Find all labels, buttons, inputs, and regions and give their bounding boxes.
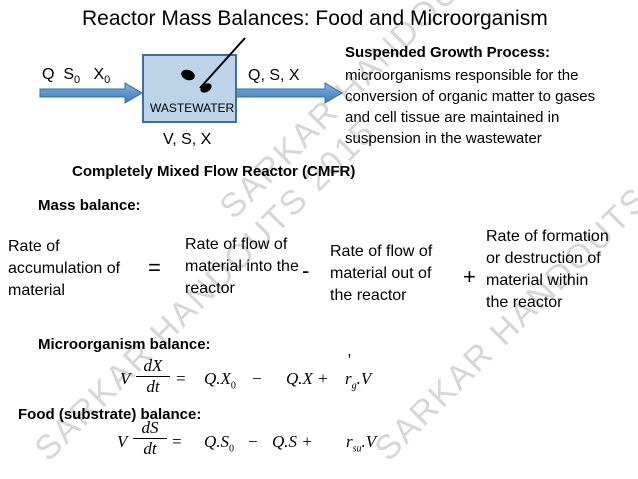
term-outflow: Rate of flow of material out of the reac… xyxy=(330,243,433,304)
term-inflow: Rate of flow of material into the reacto… xyxy=(185,236,299,297)
mass-balance-label: Mass balance: xyxy=(38,197,141,214)
reactor-caption: Completely Mixed Flow Reactor (CMFR) xyxy=(72,163,356,180)
term-accumulation: Rate of accumulation of material xyxy=(8,238,121,299)
equals-operator: = xyxy=(148,255,161,280)
term-reaction: Rate of formation or destruction of mate… xyxy=(486,228,609,311)
minus-operator: - xyxy=(302,258,310,283)
outflow-label: Q, S, X xyxy=(248,67,300,84)
food-balance-label: Food (substrate) balance: xyxy=(18,406,202,423)
suspended-growth-text: microorganisms responsible for the conve… xyxy=(345,67,596,147)
microorganism-balance-label: Microorganism balance: xyxy=(38,336,211,353)
plus-operator: + xyxy=(463,264,476,289)
suspended-growth-heading: Suspended Growth Process: xyxy=(345,44,551,61)
slide-title: Reactor Mass Balances: Food and Microorg… xyxy=(82,7,548,30)
reactor-label: WASTEWATER xyxy=(150,101,235,115)
inflow-label: Q S0 X0 xyxy=(42,66,111,87)
reactor-contents-label: V, S, X xyxy=(163,131,212,148)
